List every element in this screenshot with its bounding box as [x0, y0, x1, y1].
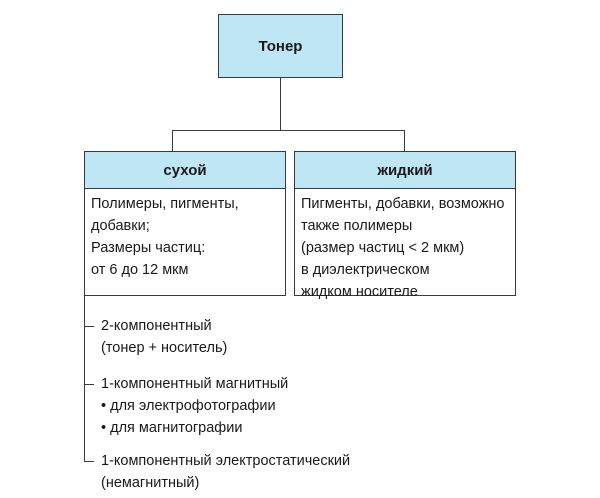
- dry-type-tick: [84, 384, 94, 386]
- root-node-toner: Тонер: [218, 14, 343, 78]
- liquid-connector-vertical: [404, 130, 406, 151]
- dry-type-line: (тонер + носитель): [101, 340, 228, 356]
- branch-connector-horizontal: [172, 130, 405, 132]
- dry-description-line: Размеры частиц:: [91, 240, 206, 256]
- dry-description-line: от 6 до 12 мкм: [91, 262, 189, 278]
- liquid-description-line: Пигменты, добавки, возможно: [301, 196, 505, 212]
- liquid-description-line: (размер частиц < 2 мкм): [301, 240, 465, 256]
- dry-description-line: Полимеры, пигменты,: [91, 196, 239, 212]
- liquid-description-line: также полимеры: [301, 218, 413, 234]
- liquid-description-line: жидком носителе: [301, 284, 418, 300]
- dry-type-line: (немагнитный): [101, 475, 200, 491]
- dry-type-line: 1-компонентный магнитный: [101, 376, 289, 392]
- dry-type-one-component-magnetic: 1-компонентный магнитный • для электрофо…: [101, 373, 288, 439]
- dry-type-tick: [84, 326, 94, 328]
- dry-type-tick: [84, 461, 94, 463]
- dry-toner-header: сухой: [84, 151, 286, 189]
- dry-connector-vertical: [172, 130, 174, 151]
- liquid-toner-title: жидкий: [377, 161, 433, 179]
- dry-type-one-component-electrostatic: 1-компонентный электростатический (немаг…: [101, 450, 350, 494]
- liquid-toner-description: Пигменты, добавки, возможно также полиме…: [294, 188, 516, 300]
- dry-toner-title: сухой: [163, 161, 207, 179]
- dry-type-line: 1-компонентный электростатический: [101, 453, 351, 469]
- dry-type-two-component: 2-компонентный (тонер + носитель): [101, 315, 227, 359]
- liquid-description-line: в диэлектрическом: [301, 262, 430, 278]
- dry-toner-description: Полимеры, пигменты, добавки; Размеры час…: [84, 188, 286, 296]
- dry-type-line: • для электрофотографии: [101, 398, 276, 414]
- dry-type-line: 2-компонентный: [101, 318, 212, 334]
- liquid-toner-header: жидкий: [294, 151, 516, 189]
- dry-description-line: добавки;: [91, 218, 150, 234]
- dry-type-line: • для магнитографии: [101, 420, 243, 436]
- root-node-label: Тонер: [258, 37, 303, 55]
- dry-types-trunk: [84, 296, 86, 462]
- root-connector-vertical: [280, 78, 282, 130]
